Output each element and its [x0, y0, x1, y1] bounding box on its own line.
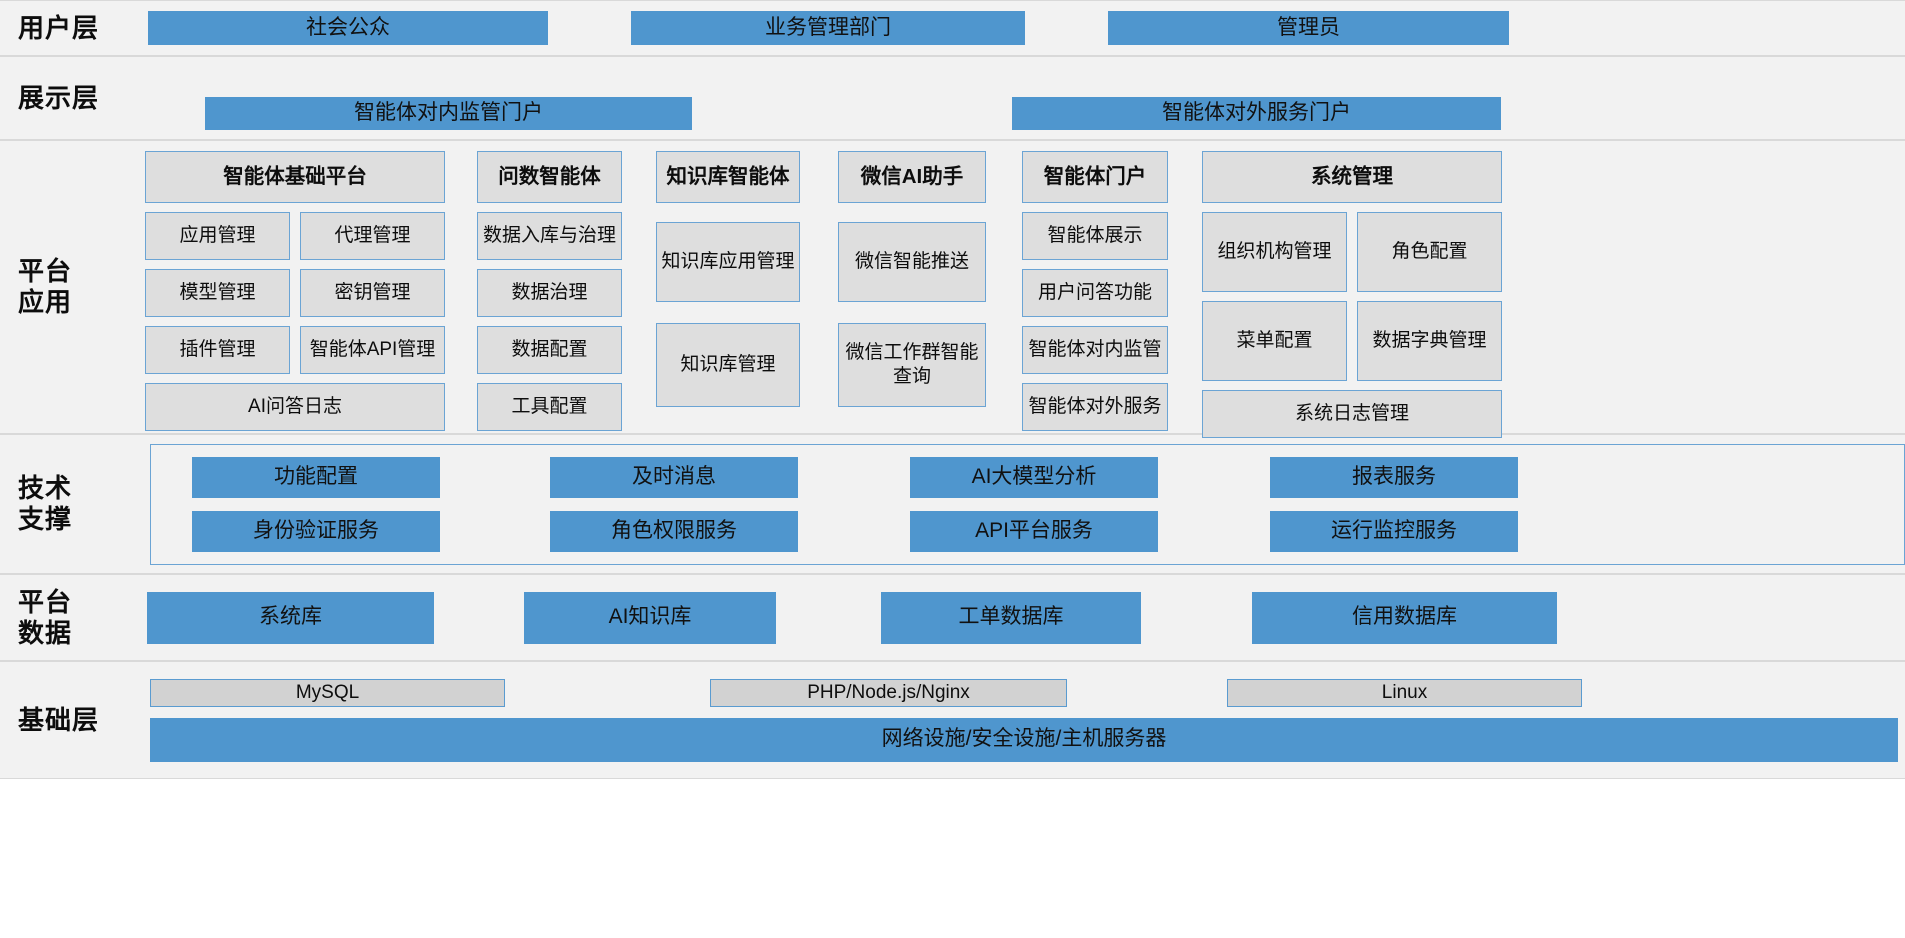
presentation-box-internal-portal[interactable]: 智能体对内监管门户	[205, 96, 692, 130]
data-item-work-order-db[interactable]: 工单数据库	[881, 591, 1141, 644]
layer-platform-application: 平台 应用 智能体基础平台 应用管理 代理管理 模型管理 密钥管理 插件管理	[0, 140, 1905, 438]
app-item-data-ingest-governance[interactable]: 数据入库与治理	[477, 212, 622, 260]
layer-label-platform-application: 平台 应用	[0, 141, 142, 433]
tech-item-runtime-monitoring-service[interactable]: 运行监控服务	[1270, 510, 1518, 552]
layer-body-technical-support: 功能配置 及时消息 AI大模型分析 报表服务 身份验证服务 角色权限服务 API…	[142, 435, 1905, 573]
app-item-agent-api-management[interactable]: 智能体API管理	[300, 326, 445, 374]
tech-item-function-configuration[interactable]: 功能配置	[192, 456, 440, 498]
user-box-business-dept[interactable]: 业务管理部门	[631, 11, 1025, 45]
layer-presentation: 展示层 智能体对内监管门户 智能体对外服务门户	[0, 56, 1905, 140]
tech-item-api-platform-service[interactable]: API平台服务	[910, 510, 1158, 552]
layer-body-platform-application: 智能体基础平台 应用管理 代理管理 模型管理 密钥管理 插件管理 智能体API管…	[142, 141, 1905, 438]
app-item-data-dictionary-management[interactable]: 数据字典管理	[1357, 301, 1502, 381]
layer-label-foundation: 基础层	[0, 662, 142, 778]
app-column-agent-base-platform: 智能体基础平台 应用管理 代理管理 模型管理 密钥管理 插件管理 智能体API管…	[145, 151, 445, 431]
tech-item-ai-llm-analysis[interactable]: AI大模型分析	[910, 456, 1158, 498]
app-column-agent-portal: 智能体门户 智能体展示 用户问答功能 智能体对内监管 智能体对外服务	[1022, 151, 1168, 431]
app-item-agent-management[interactable]: 代理管理	[300, 212, 445, 260]
layer-body-foundation: MySQL PHP/Node.js/Nginx Linux 网络设施/安全设施/…	[142, 662, 1905, 778]
tech-item-instant-message[interactable]: 及时消息	[550, 456, 798, 498]
user-box-public[interactable]: 社会公众	[148, 11, 548, 45]
layer-foundation: 基础层 MySQL PHP/Node.js/Nginx Linux 网络设施/安…	[0, 661, 1905, 779]
app-item-kb-management[interactable]: 知识库管理	[656, 323, 800, 407]
app-item-tool-configuration[interactable]: 工具配置	[477, 383, 622, 431]
layer-body-presentation: 智能体对内监管门户 智能体对外服务门户	[142, 57, 1905, 139]
app-item-ai-qa-log[interactable]: AI问答日志	[145, 383, 445, 431]
layer-label-platform-data: 平台 数据	[0, 575, 142, 660]
app-item-model-management[interactable]: 模型管理	[145, 269, 290, 317]
app-item-wechat-smart-push[interactable]: 微信智能推送	[838, 222, 986, 302]
layer-label-technical-support: 技术 支撑	[0, 435, 142, 573]
app-item-data-governance[interactable]: 数据治理	[477, 269, 622, 317]
user-box-admin[interactable]: 管理员	[1108, 11, 1509, 45]
column-header-agent-portal[interactable]: 智能体门户	[1022, 151, 1168, 203]
tech-item-report-service[interactable]: 报表服务	[1270, 456, 1518, 498]
app-column-data-query-agent: 问数智能体 数据入库与治理 数据治理 数据配置 工具配置	[477, 151, 622, 431]
app-column-system-management: 系统管理 组织机构管理 角色配置 菜单配置 数据字典管理 系统日志管理	[1202, 151, 1502, 438]
app-item-role-configuration[interactable]: 角色配置	[1357, 212, 1502, 292]
app-item-user-qa-function[interactable]: 用户问答功能	[1022, 269, 1168, 317]
app-item-key-management[interactable]: 密钥管理	[300, 269, 445, 317]
layer-label-presentation: 展示层	[0, 57, 142, 139]
column-header-data-query-agent[interactable]: 问数智能体	[477, 151, 622, 203]
app-item-menu-configuration[interactable]: 菜单配置	[1202, 301, 1347, 381]
column-header-wechat-ai-assistant[interactable]: 微信AI助手	[838, 151, 986, 203]
tech-item-role-permission-service[interactable]: 角色权限服务	[550, 510, 798, 552]
foundation-item-mysql[interactable]: MySQL	[150, 678, 505, 707]
data-item-ai-knowledge-db[interactable]: AI知识库	[524, 591, 776, 644]
column-header-agent-base-platform[interactable]: 智能体基础平台	[145, 151, 445, 203]
data-item-credit-db[interactable]: 信用数据库	[1252, 591, 1557, 644]
layer-technical-support: 技术 支撑 功能配置 及时消息 AI大模型分析 报表服务 身份验证服务	[0, 434, 1905, 574]
data-item-system-db[interactable]: 系统库	[147, 591, 434, 644]
app-item-agent-external-service[interactable]: 智能体对外服务	[1022, 383, 1168, 431]
app-item-system-log-management[interactable]: 系统日志管理	[1202, 390, 1502, 438]
layer-platform-data: 平台 数据 系统库 AI知识库 工单数据库 信用数据库	[0, 574, 1905, 661]
tech-item-authentication-service[interactable]: 身份验证服务	[192, 510, 440, 552]
app-item-data-configuration[interactable]: 数据配置	[477, 326, 622, 374]
app-item-plugin-management[interactable]: 插件管理	[145, 326, 290, 374]
app-item-agent-internal-supervision[interactable]: 智能体对内监管	[1022, 326, 1168, 374]
layer-label-user: 用户层	[0, 1, 142, 55]
layer-body-user: 社会公众 业务管理部门 管理员	[142, 1, 1905, 55]
app-item-application-management[interactable]: 应用管理	[145, 212, 290, 260]
presentation-box-external-portal[interactable]: 智能体对外服务门户	[1012, 96, 1501, 130]
column-header-knowledge-base-agent[interactable]: 知识库智能体	[656, 151, 800, 203]
app-item-kb-application-management[interactable]: 知识库应用管理	[656, 222, 800, 302]
app-item-org-structure-management[interactable]: 组织机构管理	[1202, 212, 1347, 292]
technical-support-frame: 功能配置 及时消息 AI大模型分析 报表服务 身份验证服务 角色权限服务 API…	[150, 443, 1905, 565]
app-item-wechat-group-query[interactable]: 微信工作群智能查询	[838, 323, 986, 407]
column-header-system-management[interactable]: 系统管理	[1202, 151, 1502, 203]
layer-user: 用户层 社会公众 业务管理部门 管理员	[0, 0, 1905, 56]
foundation-item-linux[interactable]: Linux	[1227, 678, 1582, 707]
foundation-item-php-node-nginx[interactable]: PHP/Node.js/Nginx	[710, 678, 1067, 707]
layer-body-platform-data: 系统库 AI知识库 工单数据库 信用数据库	[142, 575, 1905, 660]
foundation-item-infrastructure[interactable]: 网络设施/安全设施/主机服务器	[150, 717, 1898, 762]
app-column-knowledge-base-agent: 知识库智能体 知识库应用管理 知识库管理	[656, 151, 800, 407]
app-item-agent-showcase[interactable]: 智能体展示	[1022, 212, 1168, 260]
app-column-wechat-ai-assistant: 微信AI助手 微信智能推送 微信工作群智能查询	[838, 151, 986, 407]
